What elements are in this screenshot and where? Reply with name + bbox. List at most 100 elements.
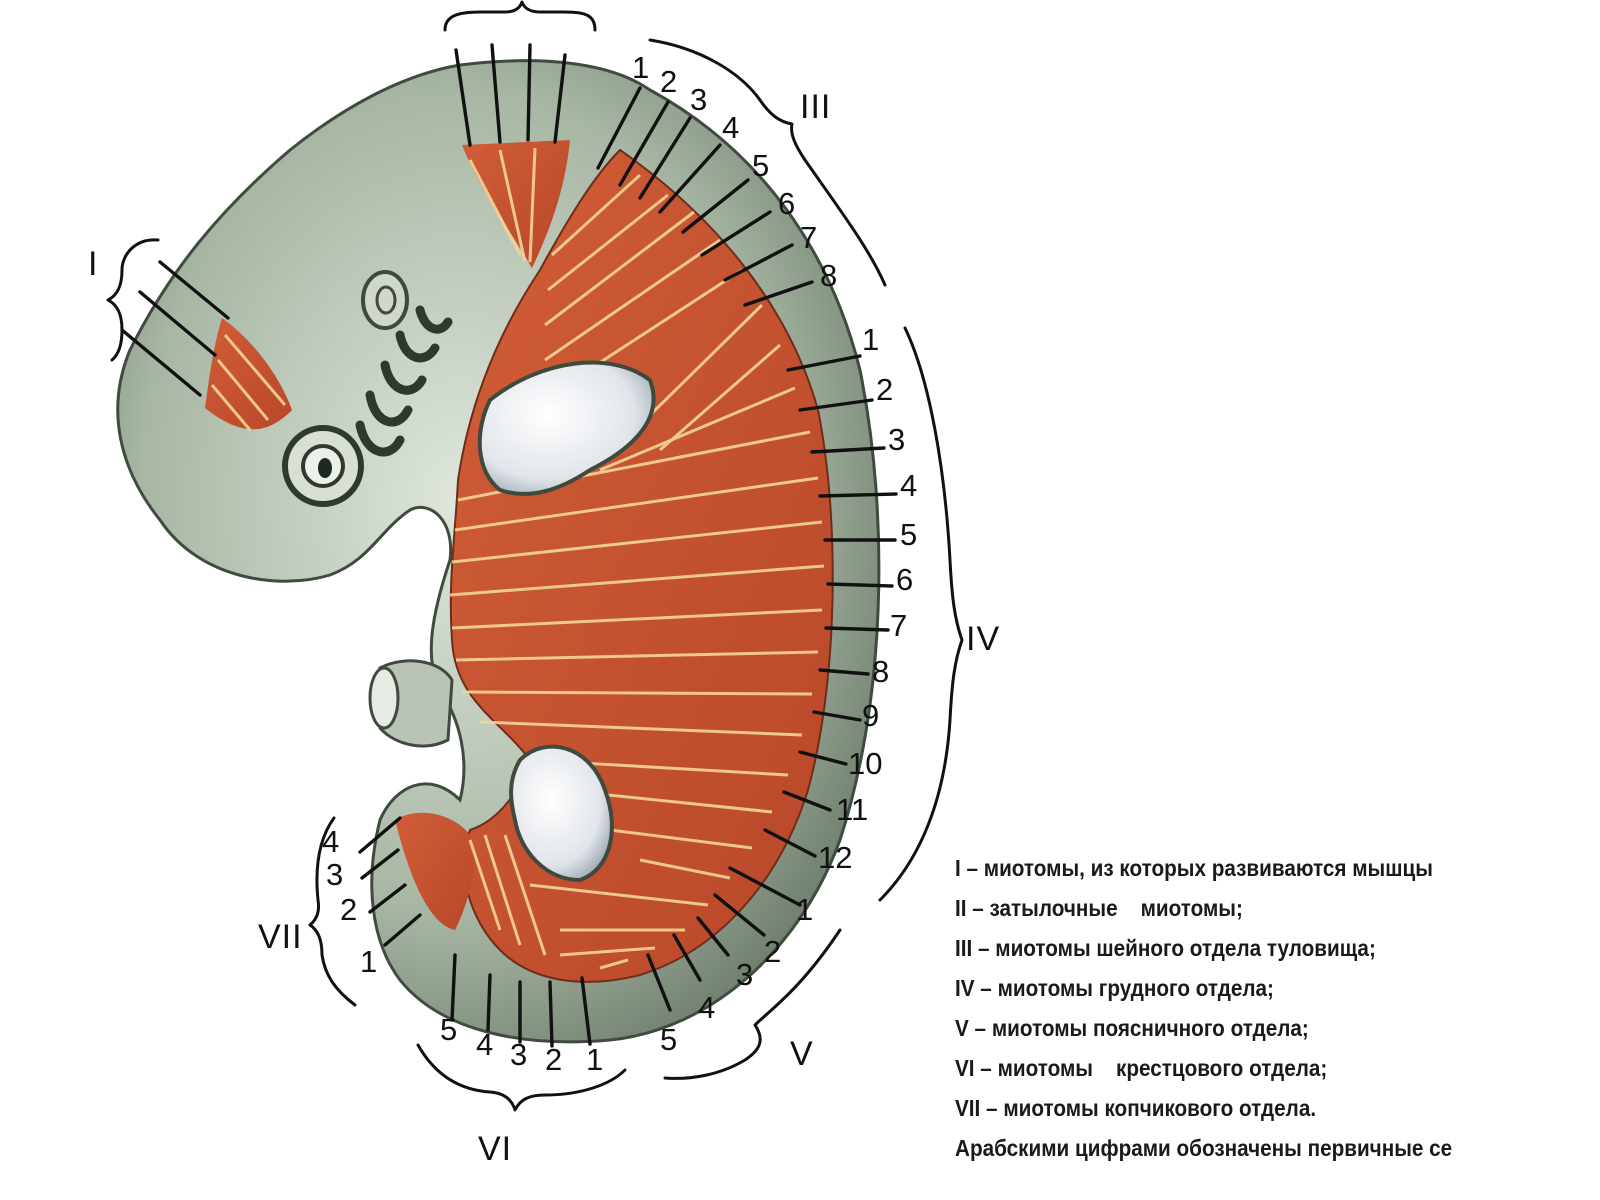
lower-limb-bud [509,744,614,883]
myotome-stripe [503,834,547,956]
head-stripe [223,334,287,406]
label-IV-3: 3 [888,422,905,457]
label-group-III: III [800,88,831,126]
myotome-stripe [479,720,803,737]
pharyngeal-arches [355,305,453,457]
myotome-stripe [454,476,819,532]
label-VII-2: 2 [340,892,357,927]
leader-line-I [158,260,230,320]
myotome-stripe [451,520,823,564]
occipital-myotomes [462,140,570,268]
leader-line-IV [818,668,870,676]
myotome-stripe [544,210,695,327]
legend-line: I – миотомы, из которых развиваются мышц… [955,855,1433,881]
leader-line-I [120,328,202,397]
leader-line-IV [798,750,848,766]
myotome-stripe [544,238,721,362]
label-group-VII: VII [258,918,303,956]
brace-II [443,0,597,32]
brace-VI [416,1043,627,1112]
leader-line-VII [358,816,402,854]
leader-line-V [646,953,672,1012]
myotome-stripe [638,303,764,427]
label-VI-3: 3 [510,1037,527,1072]
leader-line-IV [763,828,817,858]
label-III-5: 5 [752,148,769,183]
label-IV-8: 8 [872,654,889,689]
leader-line-VII [368,883,407,914]
label-group-I: I [88,245,98,283]
leader-line-IV [786,354,862,372]
label-III-7: 7 [800,220,817,255]
myotome-stripe [609,828,753,850]
myotome-stripe [455,650,819,662]
label-VI-1: 1 [586,1042,603,1077]
leader-line-VII [360,848,400,880]
leader-line-V [696,916,730,957]
legend-line: Арабскими цифрами обозначены первичные с… [955,1135,1453,1161]
leader-line-V [728,866,802,907]
myotome-stripe [547,193,669,292]
label-IV-7: 7 [890,608,907,643]
upper-limb-bud [477,360,656,496]
label-V-1: 1 [796,892,813,927]
leader-line-III [700,210,772,257]
label-group-V: V [790,1035,814,1073]
label-VI-5: 5 [440,1012,457,1047]
legend-line: IV – миотомы грудного отдела; [955,975,1274,1001]
leader-line-III [618,100,670,187]
head-stripe [210,384,252,431]
legend-line: VI – миотомы крестцового отдела; [955,1055,1328,1081]
label-V-3: 3 [736,957,753,992]
label-IV-2: 2 [876,372,893,407]
legend-line: III – миотомы шейного отдела туловища; [955,935,1376,961]
leader-line-IV [818,492,898,498]
brace-V [663,928,842,1080]
label-VII-3: 3 [326,857,343,892]
label-V-5: 5 [660,1022,677,1057]
tail-myotomes [395,812,475,930]
leader-line-II [490,43,502,144]
legend-line: II – затылочные миотомы; [955,895,1243,921]
leader-line-VI [580,976,592,1046]
leader-line-VI [450,953,457,1022]
brace-III [648,38,887,287]
leader-line-VI [486,973,492,1032]
label-IV-6: 6 [896,562,913,597]
label-IV-11: 11 [836,792,868,827]
myotome-stripe [550,173,642,257]
myotome-stripe [468,839,502,931]
label-IV-4: 4 [900,468,917,503]
legend-line: V – миотомы поясничного отдела; [955,1015,1309,1041]
myotome-stripe [451,608,823,630]
brace-VII [308,816,357,1007]
otic-vesicle [361,270,409,330]
myotome-stripe [559,946,656,957]
label-IV-5: 5 [900,517,917,552]
leader-line-IV [810,446,886,454]
myotome-stripe [449,564,825,597]
occipital-stripe [468,159,522,256]
myotome-stripe [529,883,709,907]
myotome-segment-lines [210,147,825,970]
legend: I – миотомы, из которых развиваются мышц… [955,848,1536,1188]
label-III-2: 2 [660,64,677,99]
label-VII-1: 1 [360,944,377,979]
label-V-2: 2 [764,934,781,969]
myotome-stripe [659,343,781,452]
leader-line-IV [812,710,862,722]
leader-line-IV [826,582,894,588]
label-IV-12: 12 [818,840,852,875]
label-III-1: 1 [632,50,649,85]
label-III-6: 6 [778,186,795,221]
leader-line-III [723,243,794,282]
umbilical-stump [378,659,454,748]
leader-line-III [681,178,750,234]
eye [282,425,364,507]
label-III-3: 3 [690,82,707,117]
leader-line-IV [824,626,890,632]
leader-line-I [138,290,217,357]
leader-line-IV [782,790,832,812]
